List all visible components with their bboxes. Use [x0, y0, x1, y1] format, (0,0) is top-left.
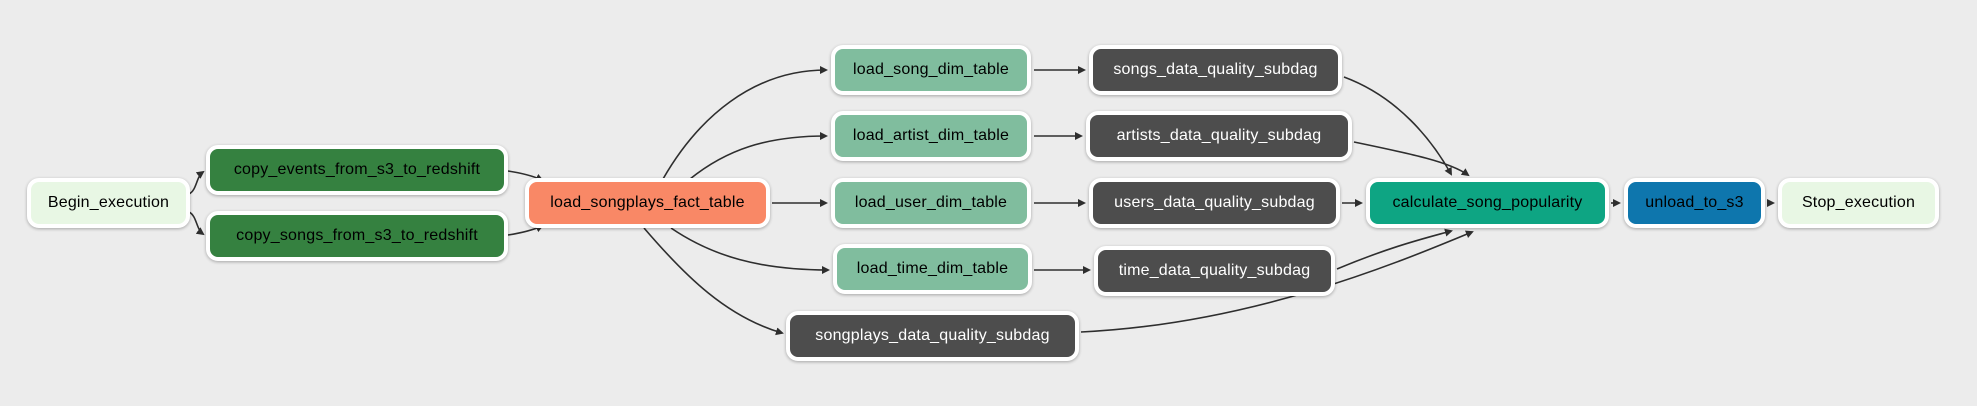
edge-begin_execution-to-copy_songs [188, 211, 205, 236]
dag-node-copy_events[interactable]: copy_events_from_s3_to_redshift [206, 145, 508, 195]
dag-node-load_time_dim_table[interactable]: load_time_dim_table [833, 244, 1032, 294]
dag-node-calculate_song_popularity[interactable]: calculate_song_popularity [1366, 178, 1609, 228]
edge-time_data_quality_subdag-to-calculate_song_popularity [1336, 228, 1453, 270]
edge-songs_data_quality_subdag-to-calculate_song_popularity [1343, 76, 1452, 176]
dag-node-copy_songs[interactable]: copy_songs_from_s3_to_redshift [206, 211, 508, 261]
edge-artists_data_quality_subdag-to-calculate_song_popularity [1353, 141, 1470, 177]
dag-node-users_data_quality_subdag[interactable]: users_data_quality_subdag [1089, 178, 1340, 228]
edge-load_songplays_fact_table-to-songplays_data_quality_subdag [643, 227, 784, 336]
dag-node-load_song_dim_table[interactable]: load_song_dim_table [831, 45, 1031, 95]
dag-node-load_artist_dim_table[interactable]: load_artist_dim_table [831, 111, 1031, 161]
edge-load_songplays_fact_table-to-load_time_dim_table [670, 227, 830, 274]
dag-node-load_songplays_fact_table[interactable]: load_songplays_fact_table [525, 178, 770, 228]
dag-node-unload_to_s3[interactable]: unload_to_s3 [1624, 178, 1765, 228]
dag-node-begin_execution[interactable]: Begin_execution [27, 178, 190, 228]
dag-node-artists_data_quality_subdag[interactable]: artists_data_quality_subdag [1086, 111, 1352, 161]
dag-node-songs_data_quality_subdag[interactable]: songs_data_quality_subdag [1089, 45, 1342, 95]
edge-begin_execution-to-copy_events [188, 170, 205, 195]
dag-node-songplays_data_quality_subdag[interactable]: songplays_data_quality_subdag [786, 311, 1079, 361]
edge-load_songplays_fact_table-to-load_song_dim_table [662, 66, 828, 180]
dag-node-load_user_dim_table[interactable]: load_user_dim_table [831, 178, 1031, 228]
dag-node-stop_execution[interactable]: Stop_execution [1778, 178, 1939, 228]
edge-load_songplays_fact_table-to-load_artist_dim_table [689, 132, 828, 180]
dag-node-time_data_quality_subdag[interactable]: time_data_quality_subdag [1094, 246, 1335, 296]
